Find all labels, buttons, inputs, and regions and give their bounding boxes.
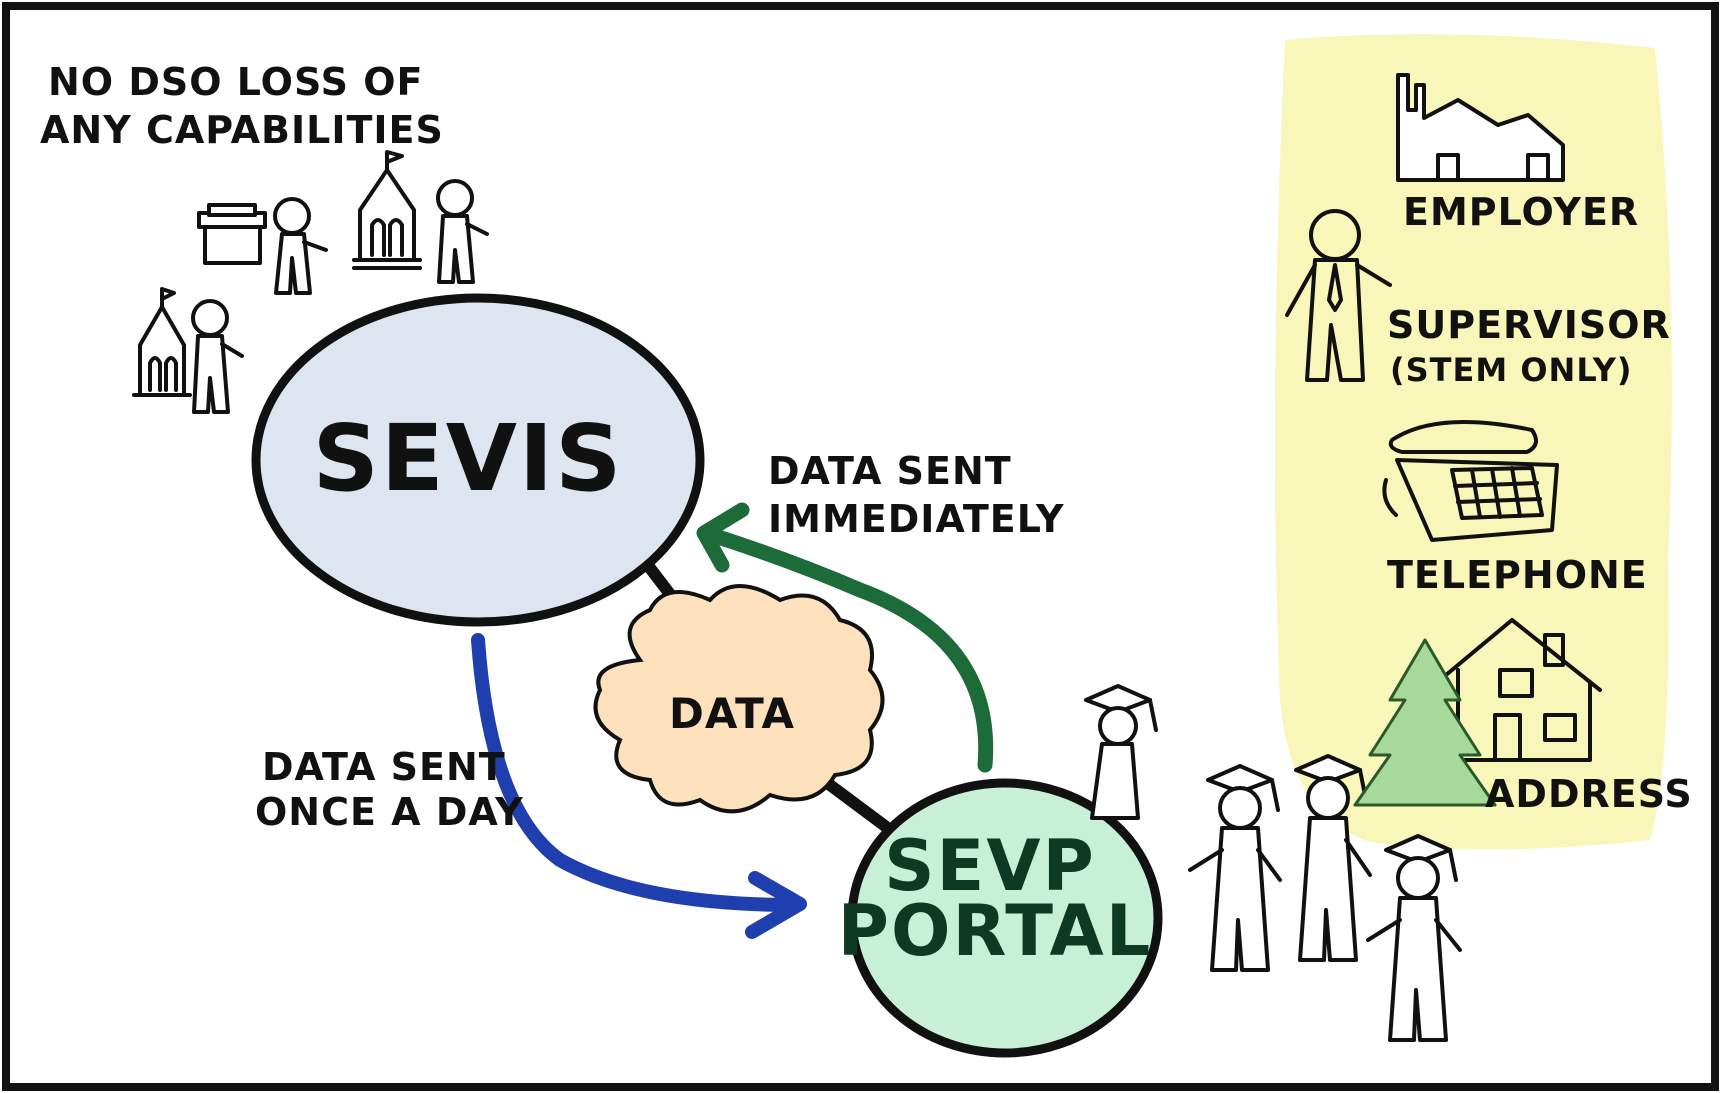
blue-arrow-head: [745, 871, 807, 939]
arrow-immediately-line-1: DATA SENT: [768, 449, 1012, 493]
green-arrow-head: [696, 502, 750, 573]
arrow-immediately-line-2: IMMEDIATELY: [768, 497, 1065, 541]
telephone-icon: [1382, 420, 1559, 542]
note-line-2: ANY CAPABILITIES: [40, 108, 444, 152]
chapel-building-icon: [132, 287, 192, 397]
chapel-building-icon: [352, 150, 422, 270]
info-panel-background: [1275, 34, 1672, 850]
green-arrow-shaft: [704, 527, 994, 773]
student-graduate-icon: [1084, 684, 1158, 820]
student-graduate-icon: [1294, 754, 1372, 962]
sevp-portal-line-1: SEVP: [884, 825, 1096, 907]
arrow-data-sent-immediately: [696, 502, 994, 773]
supervisor-sublabel: (STEM ONLY): [1390, 351, 1633, 389]
factory-icon: [1396, 73, 1565, 182]
arrow-data-sent-once-a-day: [471, 633, 807, 939]
student-graduate-icon: [1366, 834, 1462, 1042]
sevis-label: SEVIS: [313, 405, 624, 512]
note-line-1: NO DSO LOSS OF: [48, 60, 423, 104]
sevp-portal-line-2: PORTAL: [838, 890, 1153, 972]
supervisor-label: SUPERVISOR: [1387, 303, 1671, 347]
data-cloud-shape: [593, 584, 885, 814]
school-building-icon: [197, 203, 267, 265]
employer-label: EMPLOYER: [1403, 190, 1639, 234]
dso-person-icon: [273, 197, 328, 295]
address-label: ADDRESS: [1485, 772, 1693, 816]
data-portal-connector: [824, 779, 891, 832]
arrow-once-a-day-line-1: DATA SENT: [262, 745, 506, 789]
data-cloud-label: DATA: [669, 689, 795, 738]
sevp-portal-node: SEVP PORTAL: [838, 778, 1163, 1058]
sevp-portal-ellipse: [847, 778, 1163, 1058]
student-graduate-icon: [1188, 764, 1282, 972]
dso-person-icon: [191, 299, 244, 414]
dso-person-icon: [436, 179, 489, 284]
sevis-ellipse: [251, 293, 705, 627]
blue-arrow-shaft: [471, 633, 802, 912]
sevis-node: SEVIS: [251, 293, 705, 627]
house-icon: [1438, 618, 1602, 762]
pine-tree-icon: [1353, 638, 1497, 807]
supervisor-person-icon: [1285, 209, 1392, 382]
telephone-label: TELEPHONE: [1387, 553, 1648, 597]
arrow-once-a-day-line-2: ONCE A DAY: [255, 790, 524, 834]
data-cloud-node: DATA: [593, 584, 885, 814]
